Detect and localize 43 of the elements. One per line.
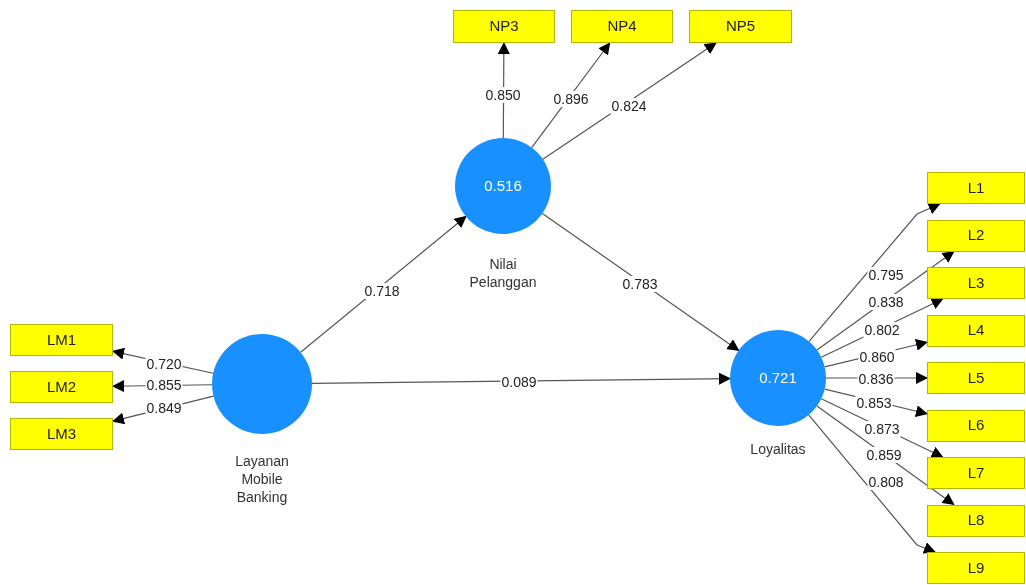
construct-name: Nilai Pelanggan — [468, 255, 538, 291]
indicator-box: LM1 — [10, 324, 113, 356]
edge-label: 0.089 — [500, 374, 538, 390]
r-squared-value: 0.516 — [484, 175, 522, 196]
edge-label: 0.802 — [863, 322, 901, 338]
edge-label: 0.836 — [857, 371, 895, 387]
edge-label: 0.838 — [867, 294, 905, 310]
edge-label: 0.853 — [855, 395, 893, 411]
edge-label: 0.859 — [865, 447, 903, 463]
arrow — [808, 414, 936, 554]
indicator-box: LM2 — [10, 371, 113, 403]
indicator-box: L4 — [927, 314, 1025, 347]
indicator-box: L2 — [927, 219, 1025, 252]
indicator-box: NP3 — [453, 10, 555, 43]
edge-label: 0.896 — [552, 91, 590, 107]
arrow — [300, 215, 467, 353]
indicator-box: NP4 — [571, 10, 673, 43]
construct-name: Loyalitas — [749, 440, 807, 458]
indicator-box: L9 — [927, 552, 1025, 584]
edge-label: 0.873 — [863, 421, 901, 437]
arrow — [541, 212, 740, 352]
indicator-box: L1 — [927, 172, 1025, 204]
edge-label: 0.860 — [858, 349, 896, 365]
edge-label: 0.850 — [484, 87, 522, 103]
edge-label: 0.783 — [621, 276, 659, 292]
indicator-box: LM3 — [10, 418, 113, 450]
indicator-box: L3 — [927, 267, 1025, 299]
indicator-box: L5 — [927, 362, 1025, 394]
indicator-box: L6 — [927, 409, 1025, 442]
arrow — [311, 372, 731, 385]
edge-label: 0.808 — [867, 474, 905, 490]
arrow — [808, 202, 941, 342]
edge-label: 0.824 — [610, 98, 648, 114]
edge-label: 0.849 — [145, 400, 183, 416]
edge-label: 0.718 — [363, 283, 401, 299]
indicator-box: NP5 — [689, 10, 792, 43]
r-squared-value: 0.721 — [759, 367, 797, 388]
indicator-box: L7 — [927, 457, 1025, 489]
edge-label: 0.855 — [145, 377, 183, 393]
edge-label: 0.720 — [145, 356, 183, 372]
construct-name: Layanan Mobile Banking — [234, 452, 290, 506]
edge-label: 0.795 — [867, 267, 905, 283]
indicator-box: L8 — [927, 504, 1025, 537]
